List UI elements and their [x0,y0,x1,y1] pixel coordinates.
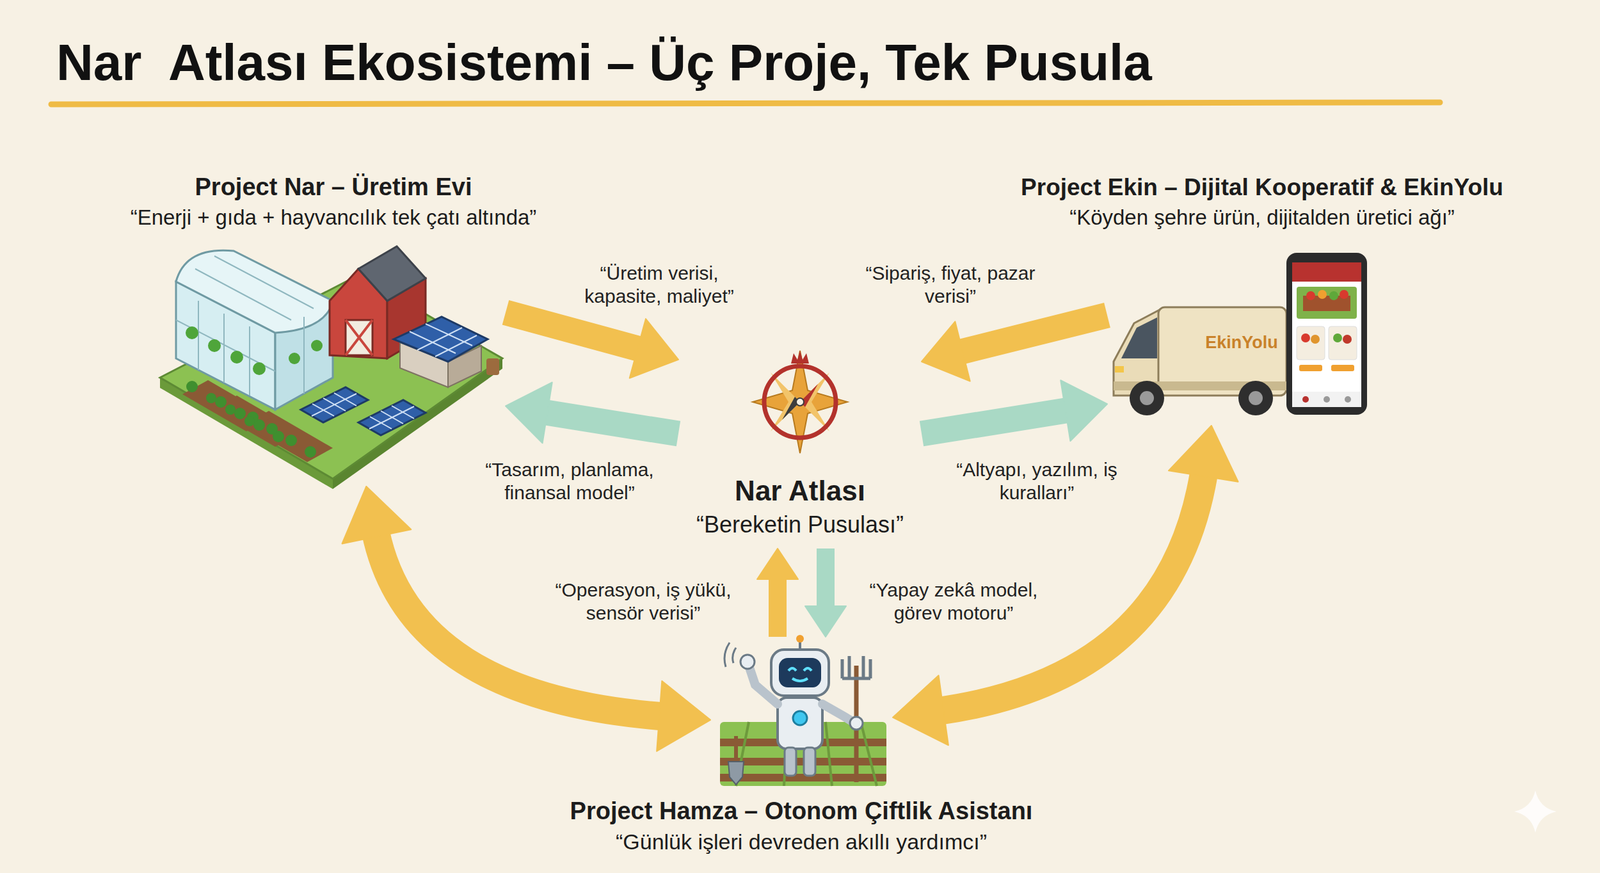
arrow-head [656,680,711,752]
edge-label: “Tasarım, planlama, finansal model” [467,458,672,505]
arrow-head [342,486,412,544]
farm-illustration [160,246,503,489]
node-subtitle: “Köyden şehre ürün, dijitalden üretici a… [1069,203,1455,233]
node-text-group: Project Hamza – Otonom Çiftlik Asistanı“… [568,794,1035,857]
watermark-sparkle [1514,790,1557,833]
node-text-group: Project Ekin – Dijital Kooperatif & Ekin… [1019,171,1505,232]
arrow-head [921,321,971,381]
edge-label: “Yapay zekâ model, görev motoru” [854,578,1053,625]
compass-icon [752,350,848,454]
node-subtitle: “Günlük işleri devreden akıllı yardımcı” [615,827,987,857]
project-node: Project Nar – Üretim Evi“Enerji + gıda +… [153,246,506,487]
flow-arrow [921,315,1108,382]
arrow-head [892,675,949,745]
node-heading: Project Nar – Üretim Evi [195,170,473,204]
edge-label: “Sipariş, fiyat, pazar verisi” [857,261,1044,308]
arrow-shaft [505,312,642,350]
edge-label: “Altyapı, yazılım, iş kuralları” [944,458,1130,505]
node-heading: Nar Atlası [734,471,866,510]
flow-arrow [921,380,1108,441]
van-logo-text: EkinYolu [1205,332,1279,353]
arrow-head [805,606,847,637]
project-node: Nar Atlası“Bereketin Pusulası” [678,348,922,549]
node-text-group: Nar Atlası“Bereketin Pusulası” [678,471,922,541]
flow-arrow [757,548,799,637]
flow-arrow [505,312,679,379]
flow-arrow [505,382,679,443]
diagram-title: Nar Atlası Ekosistemi – Üç Proje, Tek Pu… [56,32,1152,94]
arrow-shaft [768,576,787,637]
phone-illustration [1286,252,1368,415]
arrow-head [629,318,679,379]
arrow-head [757,548,799,580]
node-subtitle: “Bereketin Pusulası” [696,509,904,541]
arrow-shaft [921,410,1070,434]
edge-label: “Üretim verisi, kapasite, maliyet” [563,261,756,308]
arrow-shaft [543,412,679,434]
arrow-shaft [816,548,835,610]
arrow-head [1168,425,1239,482]
node-heading: Project Hamza – Otonom Çiftlik Asistanı [570,794,1033,828]
node-heading: Project Ekin – Dijital Kooperatif & Ekin… [1020,171,1504,204]
van-illustration [1113,307,1287,416]
arrow-shaft [375,531,665,717]
title-underline [51,101,1440,105]
flow-arrow [805,548,847,637]
edge-label: “Operasyon, iş yükü, sensör verisi” [537,578,749,625]
project-node: Project Hamza – Otonom Çiftlik Asistanı“… [710,636,893,788]
node-subtitle: “Enerji + gıda + hayvancılık tek çatı al… [130,203,537,233]
arrow-head [505,382,553,443]
arrow-head [1060,380,1108,441]
arrow-shaft [958,315,1108,353]
robot-illustration [720,634,887,786]
node-text-group: Project Nar – Üretim Evi“Enerji + gıda +… [129,170,539,233]
